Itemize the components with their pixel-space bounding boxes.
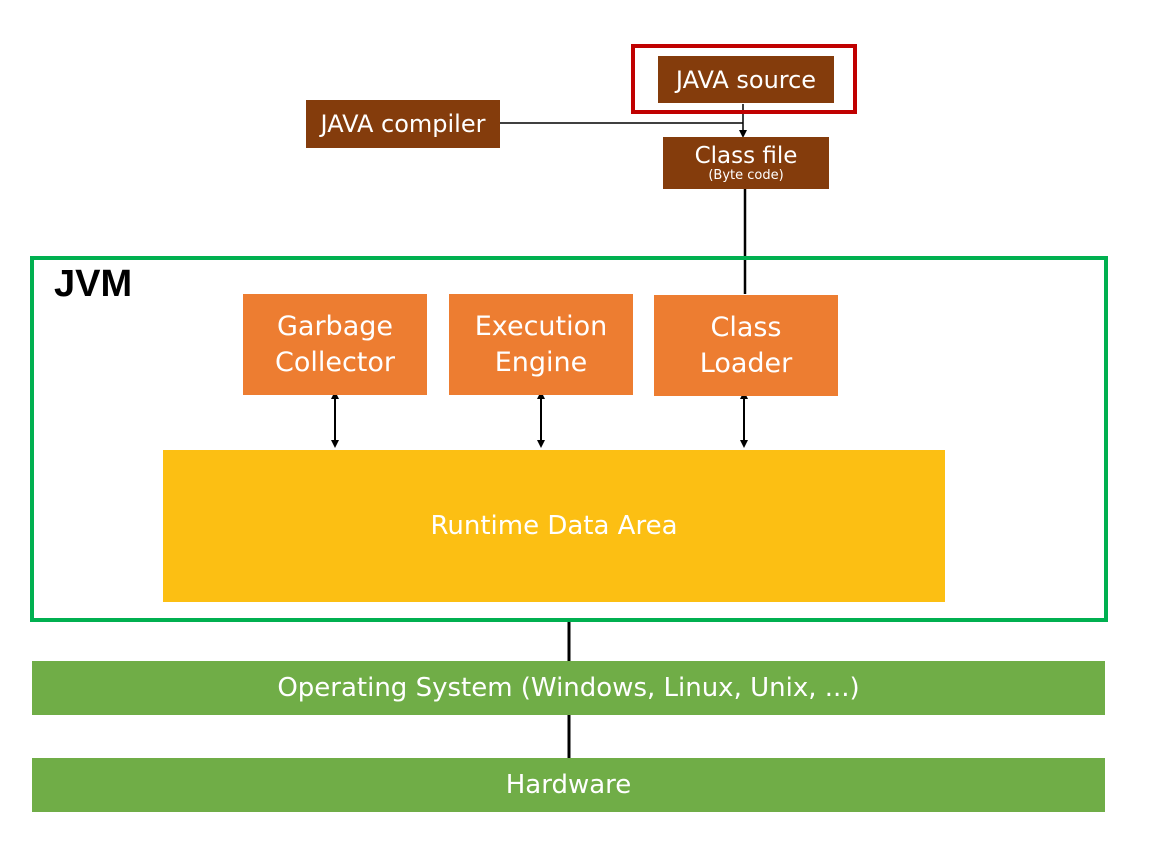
jvm-title: JVM [54, 263, 133, 305]
java-compiler-label: JAVA compiler [320, 110, 486, 138]
garbage-collector-line2: Collector [274, 346, 396, 378]
runtime-data-area-box: Runtime Data Area [163, 450, 945, 602]
java-source-label: JAVA source [675, 65, 817, 94]
java-source-highlight [631, 44, 857, 114]
runtime-data-area-label: Runtime Data Area [430, 511, 678, 541]
java-source-box: JAVA source [658, 56, 834, 103]
hardware-label: Hardware [505, 770, 632, 800]
execution-engine-line2: Engine [494, 346, 588, 378]
execution-engine-line1: Execution [474, 311, 608, 343]
class-file-sublabel: (Byte code) [708, 168, 784, 183]
garbage-collector-box: Garbage Collector [243, 294, 427, 395]
operating-system-label: Operating System (Windows, Linux, Unix, … [277, 673, 860, 703]
class-loader-line2: Loader [699, 347, 793, 379]
class-file-box: Class file (Byte code) [663, 137, 829, 189]
class-loader-box: Class Loader [654, 295, 838, 396]
class-file-label: Class file [694, 143, 798, 169]
operating-system-bar: Operating System (Windows, Linux, Unix, … [32, 661, 1105, 715]
hardware-bar: Hardware [32, 758, 1105, 812]
java-compiler-box: JAVA compiler [306, 100, 500, 148]
jvm-frame [30, 256, 1108, 622]
execution-engine-box: Execution Engine [449, 294, 633, 395]
class-loader-line1: Class [710, 312, 782, 344]
garbage-collector-line1: Garbage [276, 311, 393, 343]
